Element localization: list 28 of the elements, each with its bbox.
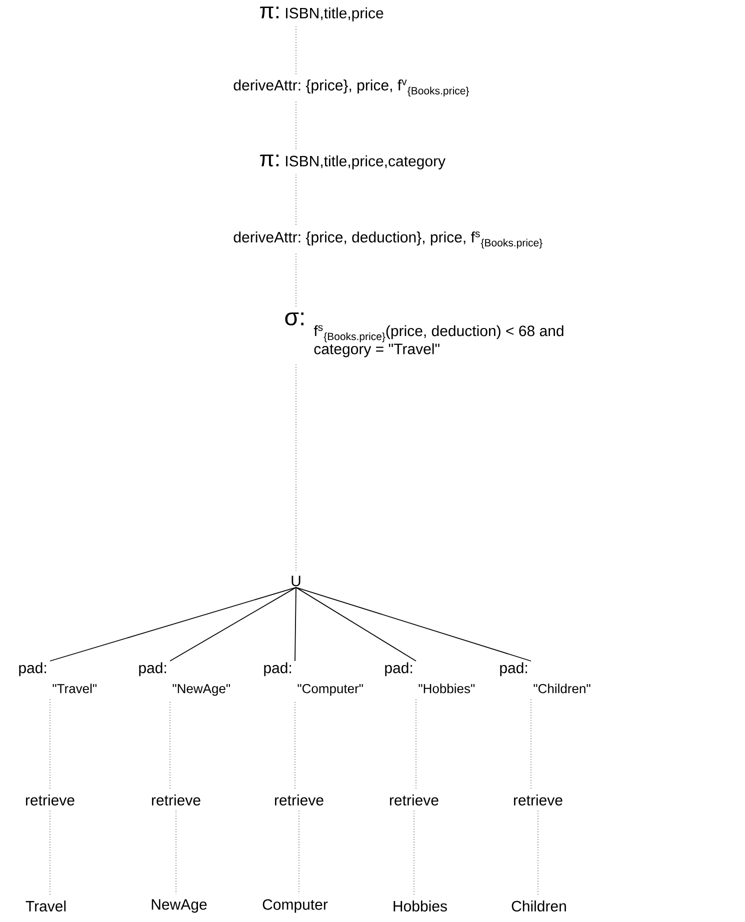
dotted-line	[294, 702, 296, 790]
retrieve-operator: retrieve	[274, 794, 324, 806]
tree-edge	[296, 587, 416, 662]
pad-operator: pad: "Hobbies"	[385, 662, 475, 694]
retrieve-operator: retrieve	[26, 794, 74, 806]
pad-operator: pad: "NewAge"	[139, 662, 230, 696]
pad-operator: pad: "Travel"	[19, 662, 96, 694]
operator-label: π: ISBN,title,price	[260, 6, 384, 22]
retrieve-operator: retrieve	[152, 794, 200, 806]
relation-name: NewAge	[152, 899, 207, 913]
operator-label: deriveAttr: {price}, price, f$^{v}$ {Books.price}	[234, 80, 470, 97]
dotted-line	[530, 699, 532, 790]
retrieve-operator: retrieve	[514, 794, 562, 806]
tree-edge	[294, 587, 296, 662]
dotted-line	[298, 810, 300, 894]
pad-operator: pad: "Children"	[500, 662, 590, 694]
relation-name: Hobbies	[394, 900, 447, 912]
relation-name: Computer	[262, 899, 328, 913]
operator-label: deriveAttr: {price, deduction}, price, f$^{s}$ {Books.price}	[234, 232, 542, 249]
retrieve-operator: retrieve	[390, 794, 438, 806]
relation-name: Travel	[26, 900, 66, 912]
union-symbol: U	[292, 576, 300, 586]
relation-name: Children	[512, 900, 566, 912]
tree-edge	[170, 587, 296, 662]
tree-edge	[296, 587, 532, 662]
pad-operator: pad: "Computer"	[264, 662, 363, 696]
operator-label: π: ISBN,title,price,category	[260, 154, 446, 170]
tree-edge	[50, 587, 296, 662]
